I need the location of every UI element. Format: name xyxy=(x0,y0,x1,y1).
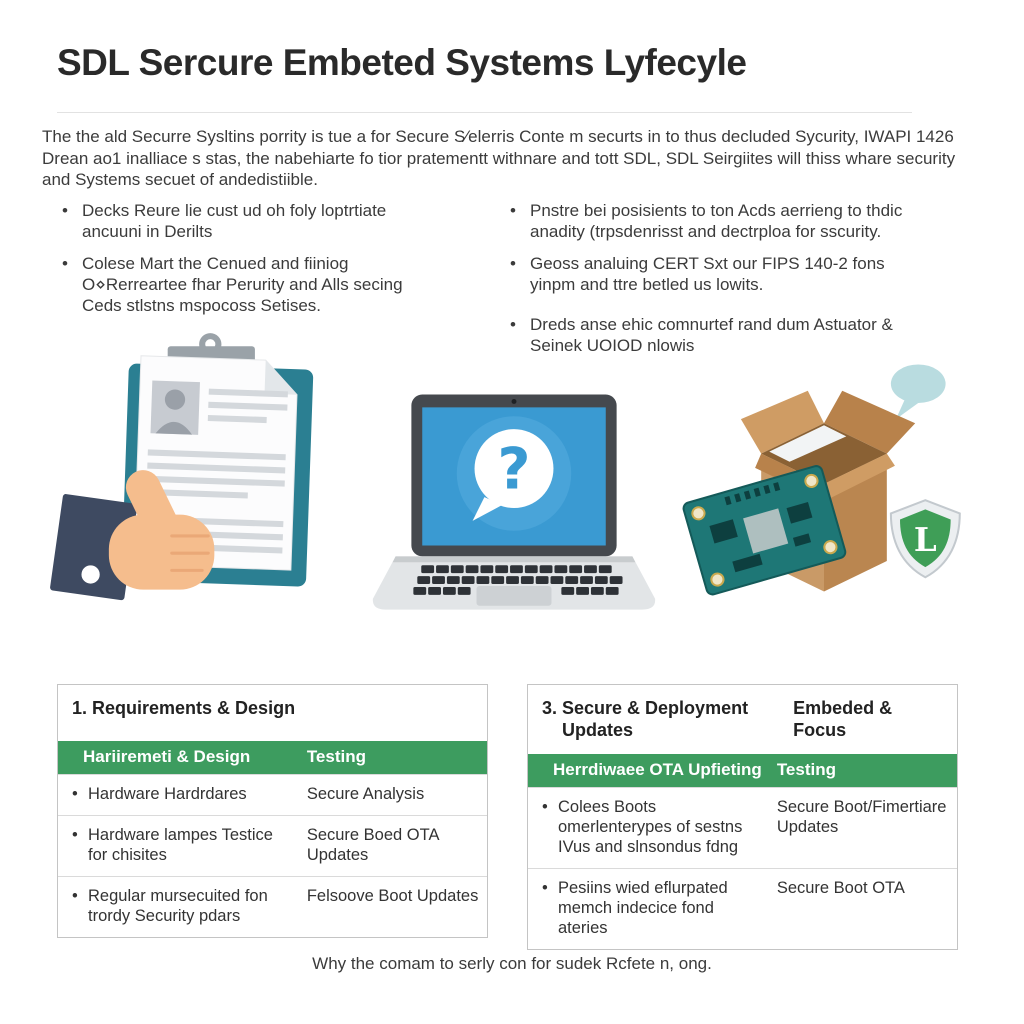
footer-caption: Why the comam to serly con for sudek Rcf… xyxy=(312,954,712,973)
bullet-list-right: Pnstre bei posisients to ton Acds aerrie… xyxy=(505,200,933,356)
bullet-item: Geoss analuing CERT Sxt our FIPS 140-2 f… xyxy=(505,253,933,295)
table-row: • Pesiins wied eflurpated memch indecice … xyxy=(528,868,957,949)
bullet-list-left: Decks Reure lie cust ud oh foly loptrtia… xyxy=(57,200,429,316)
table-title-secondary: Embeded & Focus xyxy=(793,698,893,740)
column-header: Testing xyxy=(306,747,366,766)
bullet-dot: • xyxy=(72,887,78,905)
clipboard-thumbs-up-icon xyxy=(48,328,332,617)
cell-text: Hardware lampes Testice for chisites xyxy=(88,826,273,864)
table-row: • Hardware Hardrdares Secure Analysis xyxy=(58,774,487,815)
column-header: Herrdiwaee OTA Upfieting xyxy=(553,760,762,779)
intro-paragraph: The the ald Securre Sysltins porrity is … xyxy=(42,127,956,189)
table-requirements-design: 1. Requirements & Design Hariiremeti & D… xyxy=(57,684,488,938)
circuit-board-icon xyxy=(682,465,847,596)
cell-text: Regular mursecuited fon trordy Security … xyxy=(88,887,268,925)
laptop-question-icon: ? xyxy=(366,388,662,635)
table-title-secondary xyxy=(323,697,477,728)
bullet-dot: • xyxy=(72,785,78,803)
table-row: • Colees Boots omerlenterypes of sestns I… xyxy=(528,787,957,868)
cell-text: Hardware Hardrdares xyxy=(88,785,247,803)
cell-text: Felsoove Boot Updates xyxy=(306,887,479,905)
table-title: 1. Requirements & Design xyxy=(72,698,296,718)
table-header-row: Herrdiwaee OTA Upfieting Testing xyxy=(528,754,957,787)
svg-text:?: ? xyxy=(497,436,530,502)
cell-text: Pesiins wied eflurpated memch indecice f… xyxy=(558,879,728,937)
package-pcb-shield-icon: L xyxy=(672,350,976,619)
cell-text: Secure Boot OTA xyxy=(776,879,905,897)
bullet-item: Dreds anse ehic comnurtef rand dum Astua… xyxy=(505,314,933,356)
bullet-item: Colese Mart the Cenued and fiiniog O⋄Rer… xyxy=(57,253,429,316)
column-header: Testing xyxy=(776,760,836,779)
bullet-column-right: Pnstre bei posisients to ton Acds aerrie… xyxy=(505,200,933,367)
cell-text: Secure Analysis xyxy=(306,785,425,803)
bullet-item: Decks Reure lie cust ud oh foly loptrtia… xyxy=(57,200,429,242)
cell-text: Secure Boot/Fimertiare Updates xyxy=(776,798,947,836)
bullet-dot: • xyxy=(542,798,548,816)
cell-text: Colees Boots omerlenterypes of sestns IV… xyxy=(558,798,743,856)
table-header-row: Hariiremeti & Design Testing xyxy=(58,741,487,774)
svg-text:L: L xyxy=(914,521,937,559)
bullet-item: Pnstre bei posisients to ton Acds aerrie… xyxy=(505,200,933,242)
title-divider xyxy=(57,112,912,113)
cell-text: Secure Boed OTA Updates xyxy=(306,826,439,864)
bullet-column-left: Decks Reure lie cust ud oh foly loptrtia… xyxy=(57,200,429,327)
table-row: • Hardware lampes Testice for chisites Se… xyxy=(58,815,487,876)
speech-bubble-icon xyxy=(890,364,946,420)
bullet-dot: • xyxy=(72,826,78,844)
table-secure-deployment: 3. Secure & Deployment Updates Embeded &… xyxy=(527,684,958,950)
bullet-dot: • xyxy=(542,879,548,897)
security-shield-icon: L xyxy=(889,499,961,579)
column-header: Hariiremeti & Design xyxy=(83,747,251,766)
table-title-row: 3. Secure & Deployment Updates Embeded &… xyxy=(528,685,957,754)
table-row: • Regular mursecuited fon trordy Security… xyxy=(58,876,487,937)
page-title: SDL Sercure Embeted Systems Lyfecyle xyxy=(57,42,747,83)
table-title-row: 1. Requirements & Design xyxy=(58,685,487,741)
table-title: 3. Secure & Deployment Updates xyxy=(542,698,749,740)
thumbs-up-hand xyxy=(50,470,215,601)
